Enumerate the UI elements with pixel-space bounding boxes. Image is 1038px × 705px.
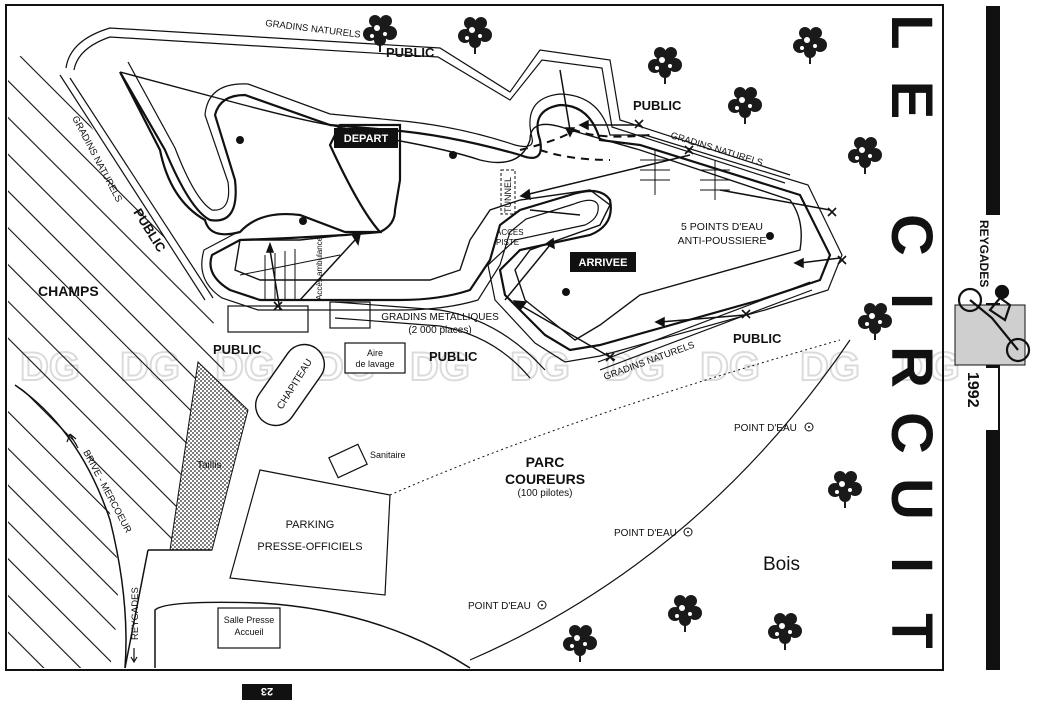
trees (362, 14, 893, 663)
point-eau-label: POINT D'EAU (614, 528, 677, 539)
aire-lavage-label: de lavage (355, 359, 394, 369)
title-letter: C (879, 214, 944, 256)
water-point-icon (683, 527, 693, 537)
salle-presse-box (217, 607, 281, 649)
title-letter: T (879, 613, 944, 648)
water-point-icon (808, 426, 810, 428)
rider-logo-box (954, 304, 1026, 366)
champs-field (8, 50, 248, 550)
watermark: DG (900, 345, 960, 389)
public-label: PUBLIC (386, 45, 435, 60)
side-banner-year: 1992 (964, 372, 981, 408)
public-label: PUBLIC (429, 349, 478, 364)
parc-label: COUREURS (505, 471, 585, 487)
water-point-icon (537, 600, 547, 610)
champs-label: CHAMPS (38, 283, 99, 299)
motocross-rider-icon (957, 284, 1031, 363)
side-banner-name: REYGADES (977, 220, 991, 287)
banner-year-bg (966, 368, 998, 430)
title-letter: R (879, 346, 944, 388)
depart-badge (334, 128, 398, 148)
public-label: PUBLIC (633, 98, 682, 113)
point-eau-label: POINT D'EAU (734, 423, 797, 434)
parc-coureurs-boundary (389, 339, 841, 496)
arrow-down-icon (130, 648, 138, 664)
depart-label: DEPART (344, 133, 389, 145)
tunnel-box (500, 169, 516, 215)
points-eau-label: 5 POINTS D'EAU (681, 221, 763, 233)
title-letter: I (879, 293, 944, 309)
track-arrows (265, 69, 841, 361)
watermark: DG (410, 345, 470, 389)
gradins-metalliques-label: (2 000 places) (408, 325, 471, 336)
parc-label: (100 pilotes) (517, 488, 572, 499)
parking-area (229, 469, 391, 596)
road-reygades (154, 601, 471, 669)
title-letter: E (879, 81, 944, 120)
watermark: DG (510, 345, 570, 389)
parc-label: PARC (526, 454, 565, 470)
salle-presse-label: Accueil (234, 627, 263, 637)
acces-ambulance-label: Accès ambulance (315, 236, 324, 300)
title-letter: I (879, 557, 944, 573)
chapiteau-tent (254, 343, 326, 427)
arrivee-label: ARRIVEE (579, 257, 628, 269)
gradins-metalliques-label: GRADINS METALLIQUES (381, 312, 499, 323)
water-point-icon (541, 604, 543, 606)
gradins-metalliques (227, 301, 546, 379)
road-edge (124, 549, 149, 669)
public-label: PUBLIC (733, 331, 782, 346)
salle-presse-label: Salle Presse (224, 615, 275, 625)
water-point-icon (687, 531, 689, 533)
arrivee-badge (570, 252, 636, 272)
arrow-up-icon (66, 433, 79, 449)
stairs (239, 150, 730, 300)
gradins-naturels-bands (59, 27, 813, 371)
acces-piste-label: ACCES (496, 228, 524, 237)
point-eau-label: POINT D'EAU (468, 601, 531, 612)
field-southwest (8, 380, 118, 668)
track (119, 61, 843, 363)
page-number: 23 (261, 685, 273, 697)
bois-boundary (469, 339, 851, 661)
watermark: DG (800, 345, 860, 389)
track-dashed-section (519, 128, 651, 151)
water-point-icon (804, 422, 814, 432)
points-eau-label: ANTI-POUSSIERE (678, 235, 767, 247)
parking-label: PARKING (286, 519, 335, 531)
title-letter: L (879, 14, 944, 49)
watermark: DG (700, 345, 760, 389)
bois-label: Bois (763, 554, 800, 575)
road-reygades-label: REYGADES (130, 587, 141, 640)
map-frame (5, 4, 944, 671)
parking-label: PRESSE-OFFICIELS (257, 541, 362, 553)
marshal-points (273, 119, 847, 362)
gradins-naturels-label: GRADINS NATURELS (265, 18, 362, 41)
track-racing-line (119, 71, 802, 341)
acces-piste-label: PISTE (496, 238, 519, 247)
title-letter: U (879, 478, 944, 520)
page-number-box (242, 684, 292, 700)
title-letter: C (879, 412, 944, 454)
road-brive-mercoeur (14, 384, 127, 669)
title-letters: L E C I R C U I T (879, 14, 944, 648)
sanitaire-label: Sanitaire (370, 450, 406, 460)
aire-lavage-label: Aire (367, 348, 383, 358)
public-label: PUBLIC (213, 342, 262, 357)
water-points (236, 136, 774, 296)
aire-lavage-box (344, 342, 406, 374)
sanitaire-box (328, 443, 368, 479)
track-dashed-section (539, 149, 611, 161)
tunnel-label: TUNNEL (503, 177, 513, 213)
taillis-label: Taillis (197, 460, 221, 471)
